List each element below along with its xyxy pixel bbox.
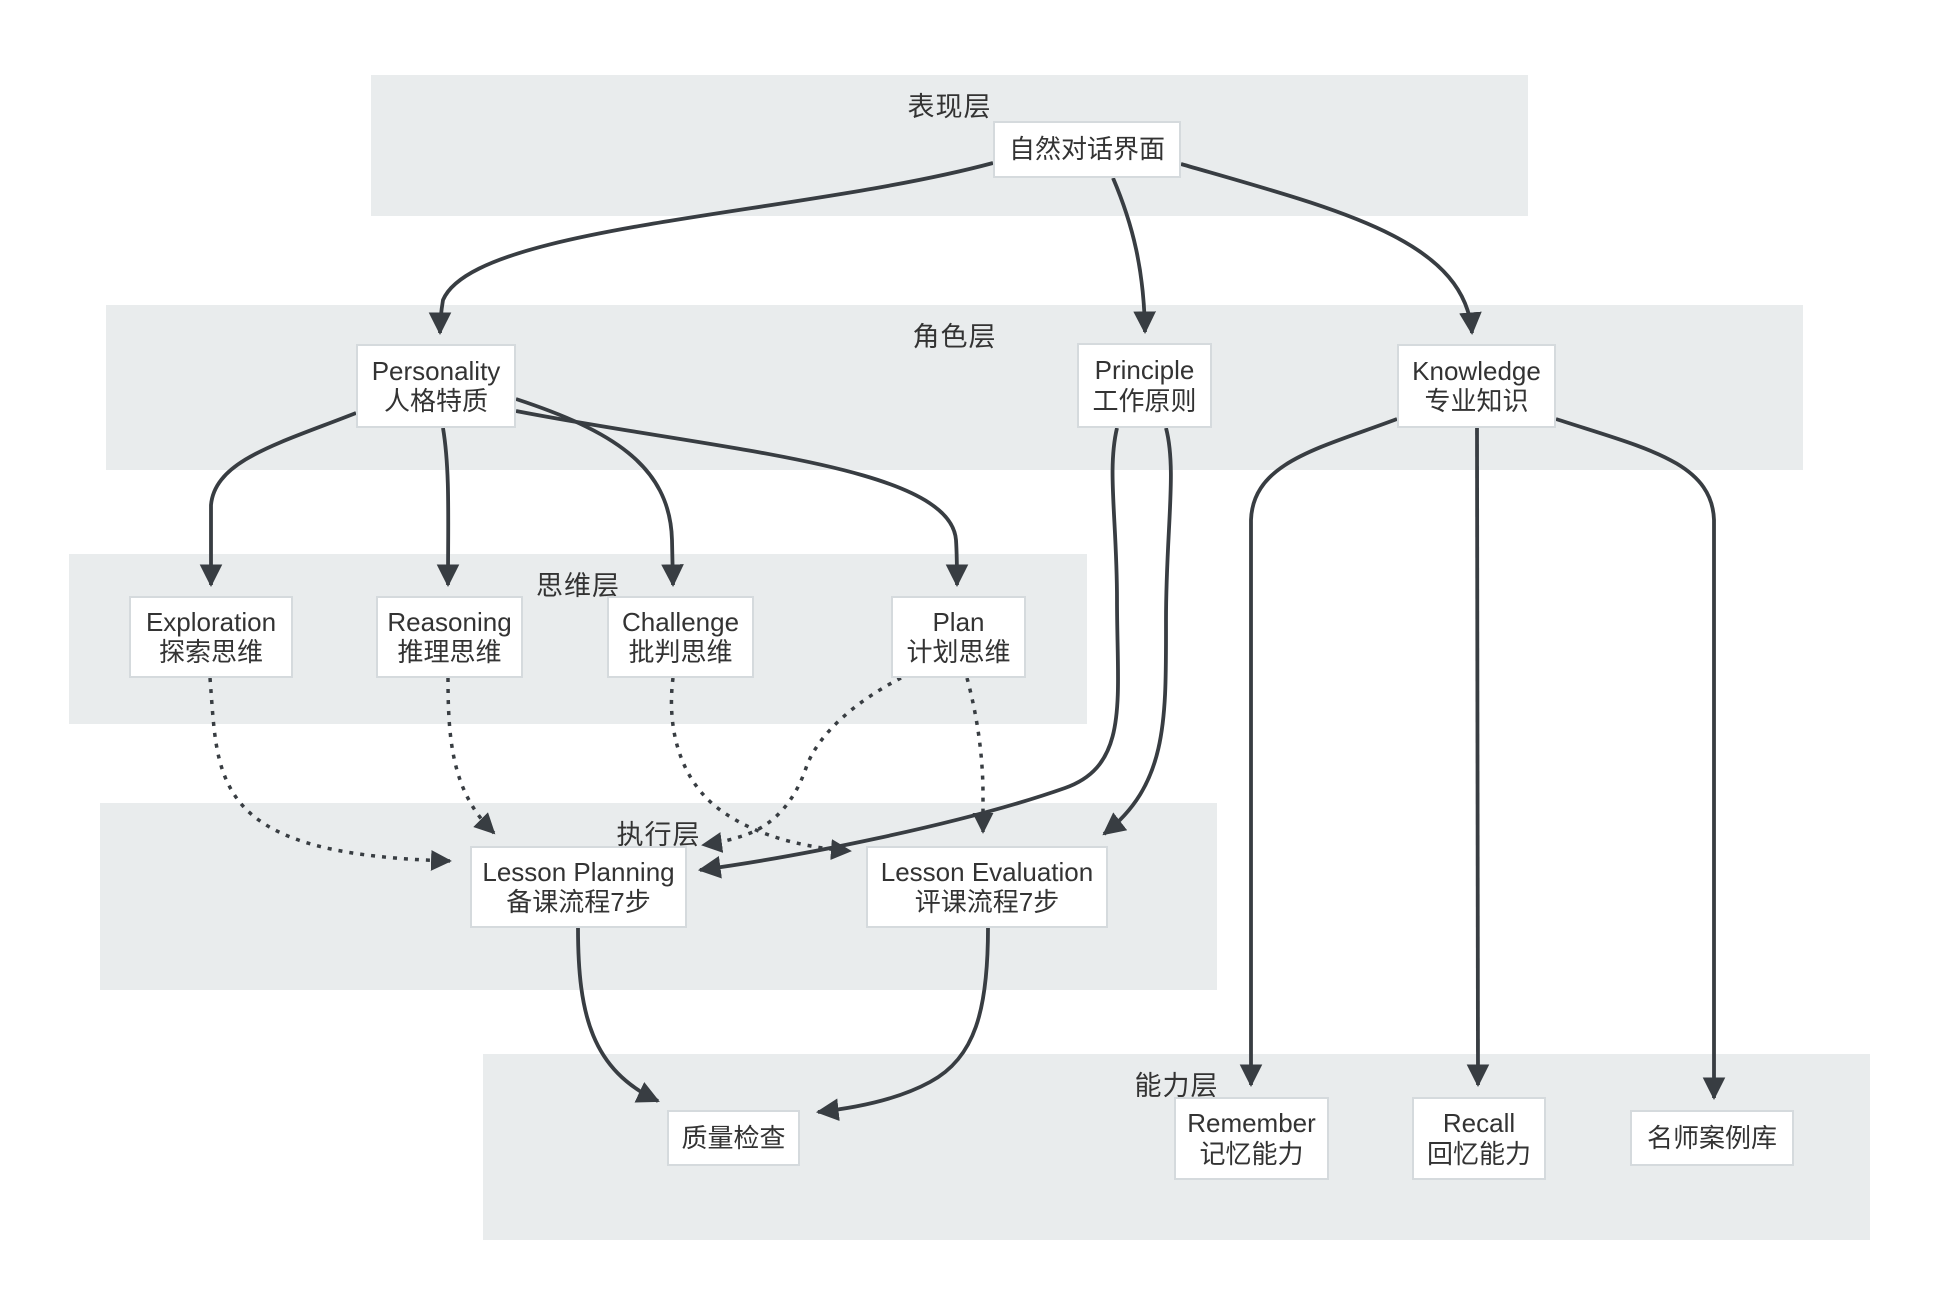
edge-knowledge-to-cases (1555, 417, 1726, 1101)
node-lesson-evaluation-label-en: Lesson Evaluation (880, 856, 1094, 887)
node-lesson-planning-label-zh: 备课流程7步 (506, 887, 651, 917)
edge-principle-to-lesson-evaluation (1102, 427, 1173, 836)
node-challenge-label-zh: 批判思维 (628, 637, 733, 667)
node-master-cases-label: 名师案例库 (1646, 1122, 1777, 1153)
node-reasoning-label-en: Reasoning (387, 606, 512, 637)
node-principle-label-en: Principle (1094, 355, 1195, 386)
node-reasoning: Reasoning 推理思维 (376, 596, 523, 678)
node-plan: Plan 计划思维 (891, 596, 1026, 678)
node-quality-check: 质量检查 (667, 1110, 800, 1166)
node-dialog: 自然对话界面 (993, 121, 1181, 178)
node-personality: Personality 人格特质 (356, 344, 516, 428)
node-remember-label-en: Remember (1187, 1108, 1316, 1139)
node-principle-label-zh: 工作原则 (1092, 385, 1197, 416)
node-personality-label-en: Personality (371, 355, 501, 386)
node-knowledge-label-en: Knowledge (1412, 355, 1541, 386)
node-knowledge-label-zh: 专业知识 (1424, 386, 1529, 416)
node-challenge-label-en: Challenge (621, 606, 740, 637)
node-exploration-label-en: Exploration (145, 606, 277, 637)
node-plan-label-en: Plan (932, 606, 985, 637)
edge-knowledge-to-recall (1466, 427, 1490, 1088)
node-lesson-planning-label-en: Lesson Planning (482, 856, 675, 887)
node-recall: Recall 回忆能力 (1412, 1097, 1546, 1180)
node-knowledge: Knowledge 专业知识 (1397, 344, 1556, 428)
layer-band-presentation: 表现层 (371, 75, 1528, 216)
node-exploration: Exploration 探索思维 (129, 596, 293, 678)
node-lesson-evaluation: Lesson Evaluation 评课流程7步 (866, 846, 1108, 928)
node-recall-label-zh: 回忆能力 (1426, 1138, 1531, 1169)
node-lesson-evaluation-label-zh: 评课流程7步 (914, 887, 1060, 917)
node-master-cases: 名师案例库 (1630, 1110, 1794, 1166)
node-plan-label-zh: 计划思维 (906, 637, 1011, 667)
node-recall-label-en: Recall (1442, 1108, 1516, 1139)
node-lesson-planning: Lesson Planning 备课流程7步 (470, 846, 687, 928)
node-personality-label-zh: 人格特质 (383, 386, 488, 416)
edge-knowledge-to-remember (1239, 417, 1398, 1088)
node-dialog-label: 自然对话界面 (1008, 134, 1165, 165)
node-remember: Remember 记忆能力 (1174, 1097, 1329, 1180)
node-exploration-label-zh: 探索思维 (158, 637, 263, 667)
node-reasoning-label-zh: 推理思维 (397, 637, 502, 667)
layer-label-presentation: 表现层 (907, 92, 992, 122)
node-challenge: Challenge 批判思维 (607, 596, 754, 678)
node-principle: Principle 工作原则 (1077, 343, 1212, 428)
node-quality-check-label: 质量检查 (681, 1122, 786, 1153)
node-remember-label-zh: 记忆能力 (1199, 1138, 1304, 1169)
layer-label-capability: 能力层 (1134, 1071, 1219, 1101)
